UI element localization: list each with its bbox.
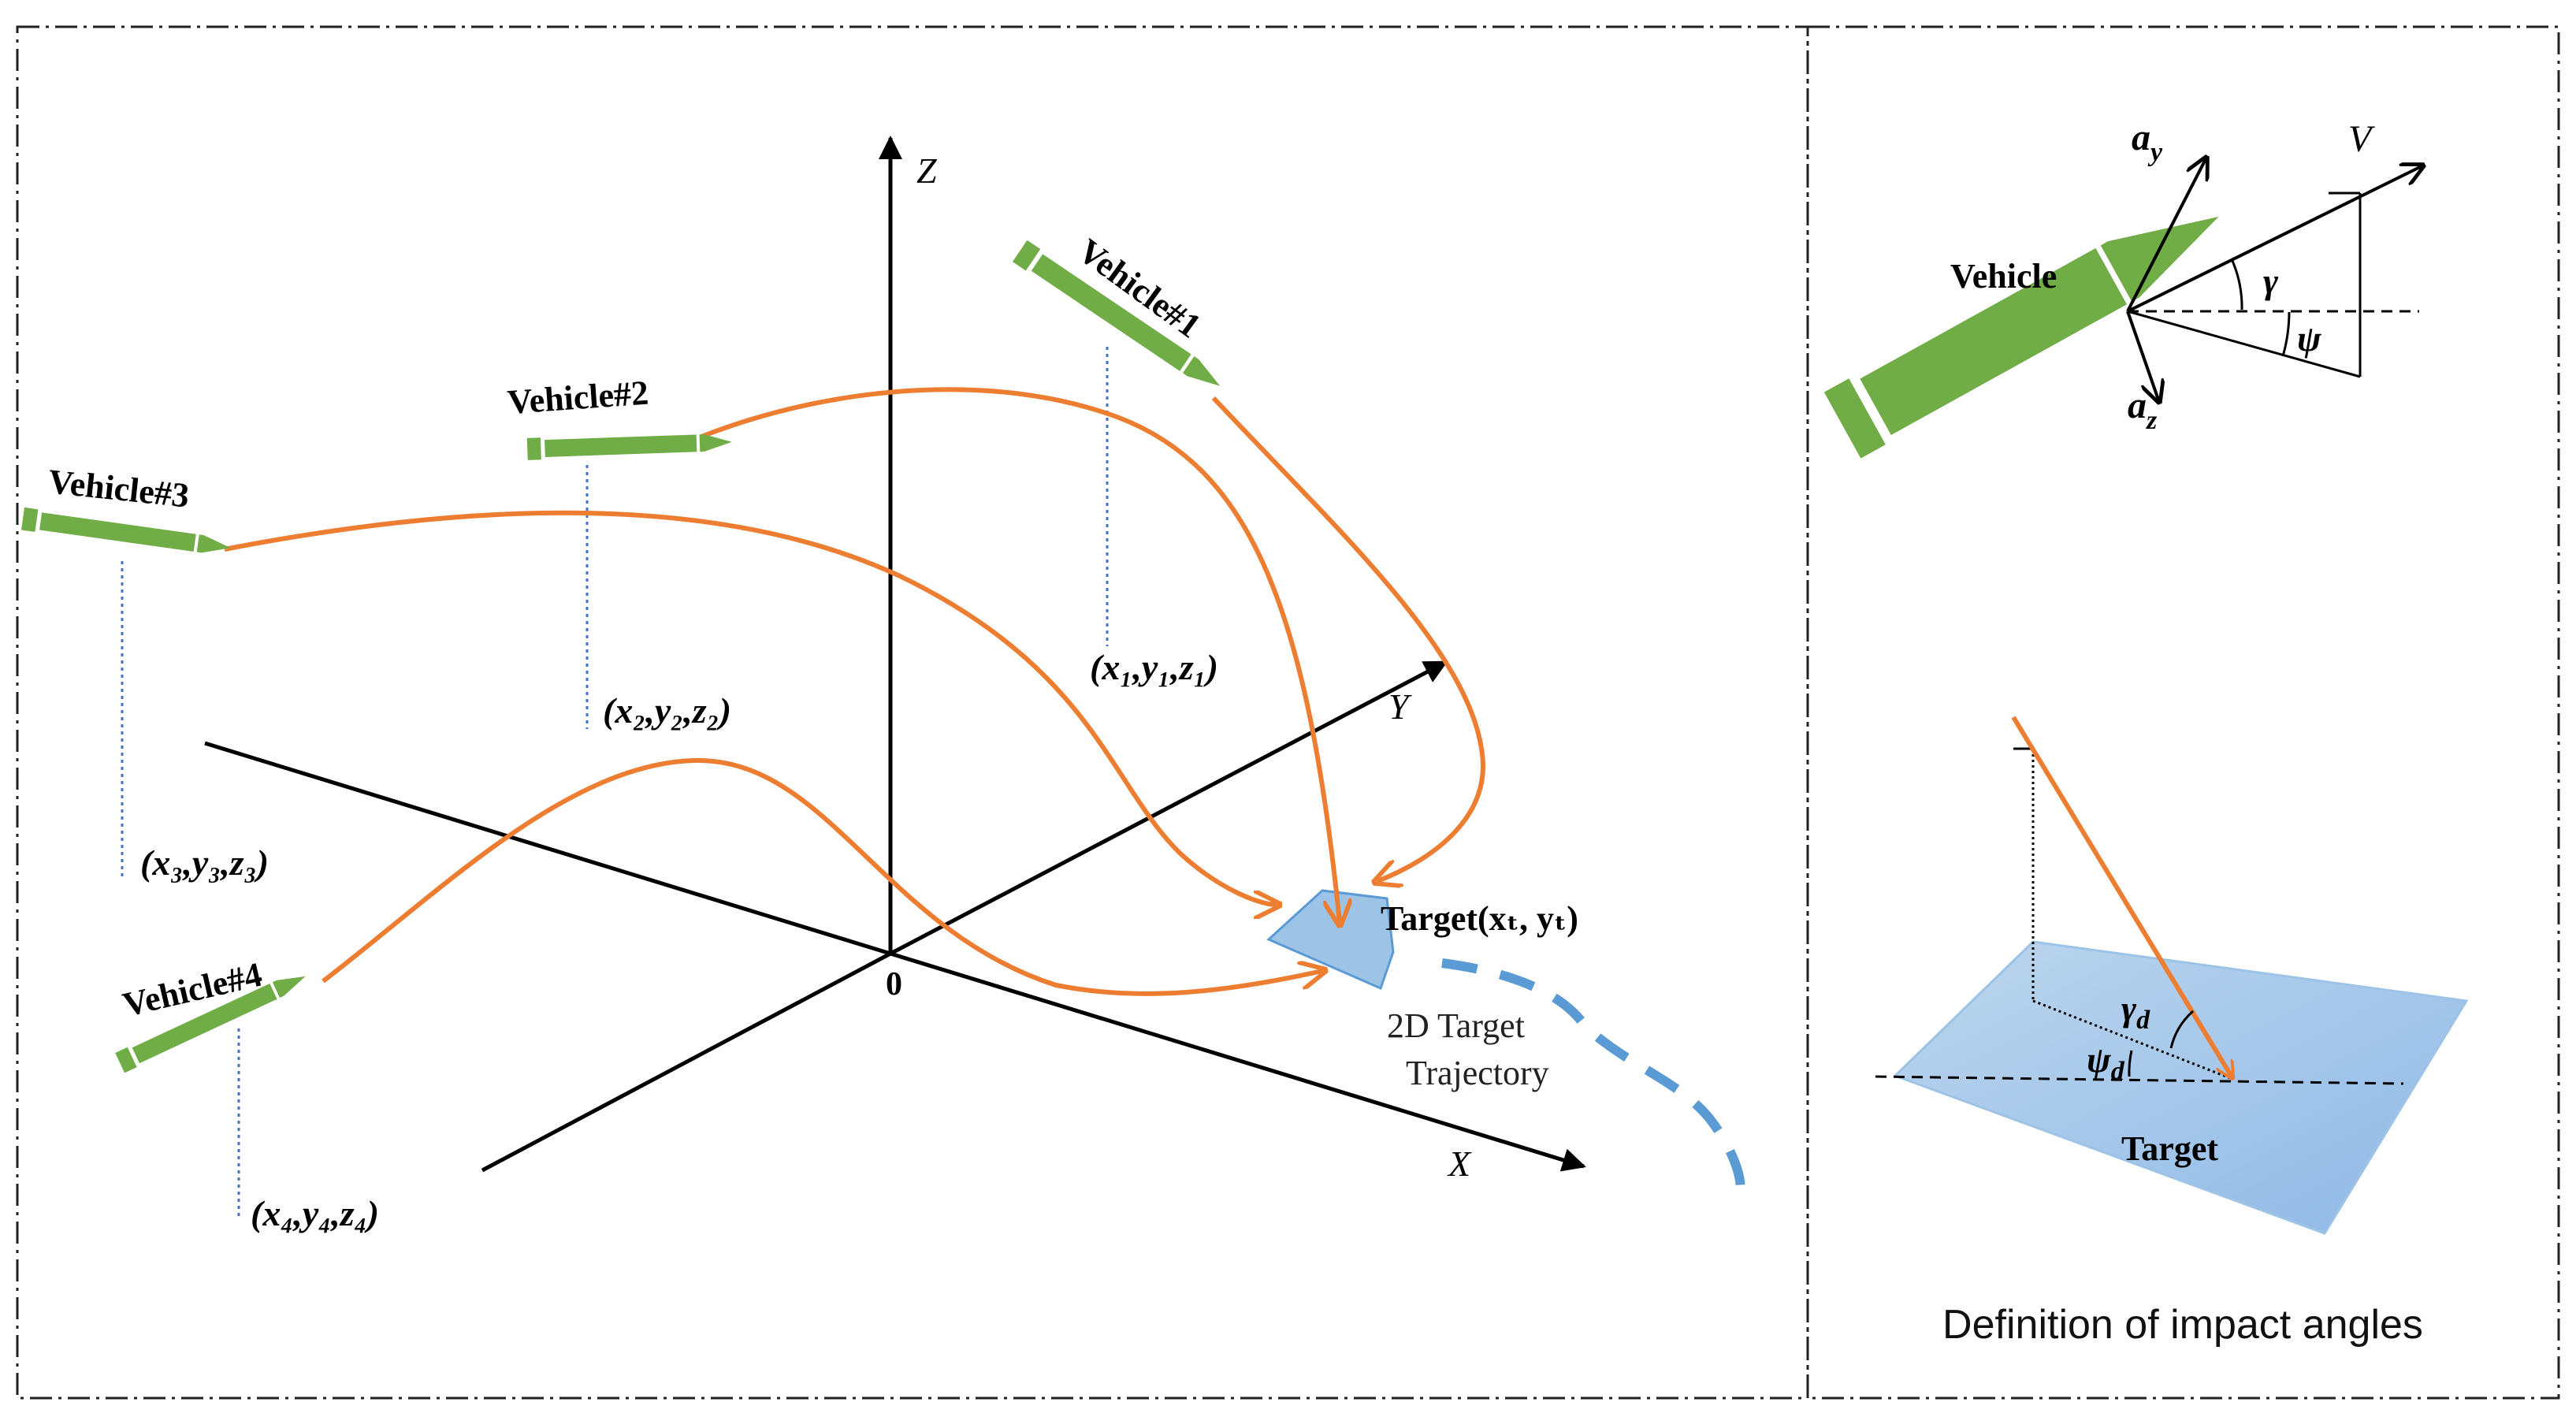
psi-d-arc xyxy=(2128,1050,2133,1077)
impact-ground-projection xyxy=(2032,999,2231,1080)
y-axis-label: Y xyxy=(1388,686,1412,727)
x-axis-back xyxy=(204,741,891,956)
ay-vector xyxy=(2126,158,2206,312)
target-trajectory-line1: 2D Target xyxy=(1387,1006,1525,1045)
heading-projection-line xyxy=(2127,310,2361,378)
vehicle-1-coord: (x₁,y₁,z₁) xyxy=(1090,647,1218,687)
gamma-arc xyxy=(2231,260,2243,311)
psi-d-label: ψd xyxy=(2087,1040,2125,1086)
trajectory-vehicle-2 xyxy=(696,387,1340,922)
trajectory-vehicle-4 xyxy=(322,757,1322,996)
vehicle-3-label: Vehicle#3 xyxy=(46,462,191,515)
plane-reference-line xyxy=(1875,1075,2404,1085)
vehicle-2-icon xyxy=(525,428,734,463)
impact-vector xyxy=(2011,716,2232,1077)
target-trajectory-line2: Trajectory xyxy=(1406,1054,1549,1092)
vehicle-3-coord: (x₃,y₃,z₃) xyxy=(140,842,269,883)
velocity-vector xyxy=(2127,166,2423,313)
ay-label: ay xyxy=(2132,117,2163,167)
gamma-d-arc xyxy=(2169,1010,2194,1049)
psi-arc xyxy=(2281,311,2291,357)
x-axis-label: X xyxy=(1447,1144,1472,1184)
target-trajectory-path xyxy=(1441,958,1745,1202)
velocity-label: V xyxy=(2348,118,2375,160)
az-vector xyxy=(2126,311,2159,402)
gamma-d-label: γd xyxy=(2121,988,2150,1035)
right-panel-frame xyxy=(1806,25,2560,1400)
target-patch xyxy=(1266,889,1395,991)
y-axis xyxy=(889,660,1448,956)
right-vehicle-label: Vehicle xyxy=(1950,257,2057,296)
y-axis-back xyxy=(481,951,892,1173)
target-label: Target(xₜ, yₜ) xyxy=(1381,899,1578,938)
left-panel-frame xyxy=(16,25,1809,1400)
origin-label: 0 xyxy=(886,966,902,1002)
vehicle-3-icon xyxy=(21,506,232,560)
right-target-label: Target xyxy=(2121,1129,2218,1168)
psi-label: ψ xyxy=(2297,318,2322,359)
gamma-label: γ xyxy=(2263,261,2279,301)
x-axis-front xyxy=(890,951,1586,1172)
caption: Definition of impact angles xyxy=(1942,1302,2423,1348)
right-vehicle-icon xyxy=(1823,216,2219,459)
trajectory-vehicle-3 xyxy=(224,510,1277,905)
vehicle-2-label: Vehicle#2 xyxy=(506,374,649,422)
right-target-plane xyxy=(1893,940,2469,1235)
z-axis-label: Z xyxy=(916,151,937,191)
vehicle-4-coord: (x₄,y₄,z₄) xyxy=(251,1193,379,1233)
az-label: az xyxy=(2128,385,2158,435)
trajectory-vehicle-1 xyxy=(1211,396,1485,881)
vehicle-2-coord: (x₂,y₂,z₂) xyxy=(603,690,731,731)
